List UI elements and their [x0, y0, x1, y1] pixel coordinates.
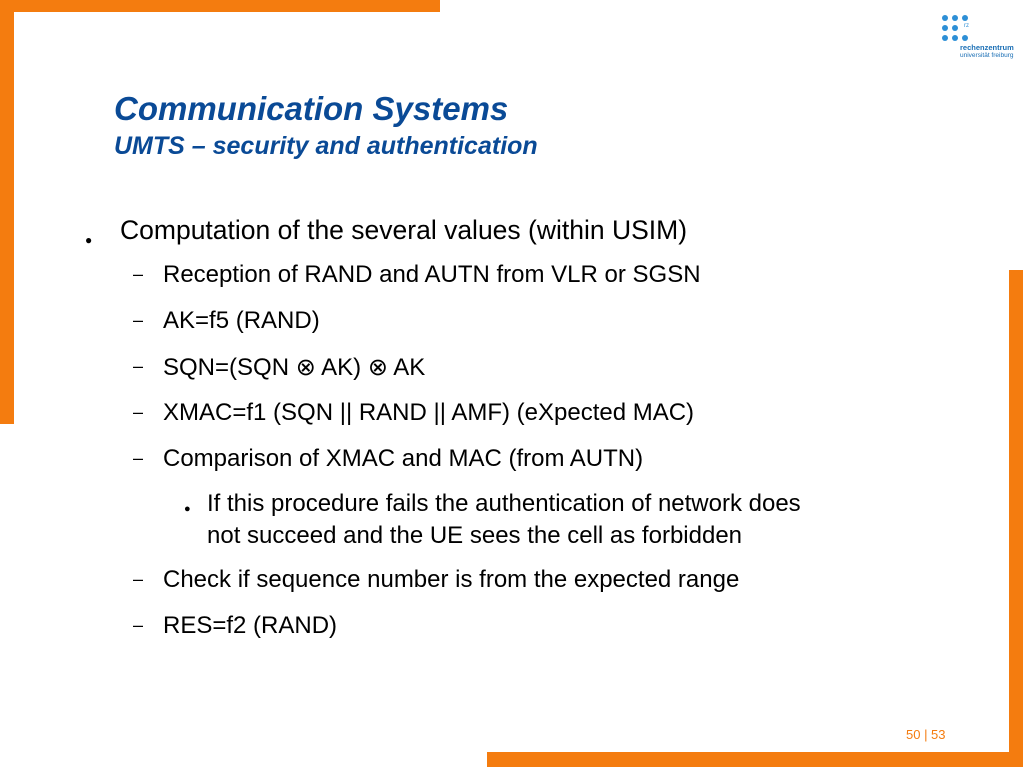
dash-icon: – — [133, 264, 144, 284]
bullet-icon: ● — [85, 233, 93, 247]
logo-line-1: rechenzentrum — [960, 43, 1014, 52]
university-logo: rz rechenzentrum universität freiburg — [938, 13, 1018, 63]
dash-icon: – — [133, 615, 144, 635]
left-accent-bar — [0, 0, 14, 424]
logo-dots-icon — [942, 15, 972, 43]
logo-mark: rz — [964, 23, 969, 29]
sub-item-5: Comparison of XMAC and MAC (from AUTN) — [163, 445, 644, 472]
dash-icon: – — [133, 402, 144, 422]
right-accent-bar — [1009, 270, 1023, 767]
dash-icon: – — [133, 356, 144, 376]
dash-icon: – — [133, 310, 144, 330]
sub-item-4: XMAC=f1 (SQN || RAND || AMF) (eXpected M… — [163, 399, 695, 426]
bottom-accent-bar — [487, 752, 1023, 767]
dash-icon: – — [133, 569, 144, 589]
main-bullet-text: Computation of the several values (withi… — [120, 215, 688, 245]
logo-line-2: universität freiburg — [960, 52, 1014, 59]
sub-item-3: SQN=(SQN ⊗ AK) ⊗ AK — [163, 354, 426, 381]
nested-item-line-1: If this procedure fails the authenticati… — [207, 490, 801, 517]
nested-bullet-icon: ● — [184, 503, 191, 515]
sub-item-6: Check if sequence number is from the exp… — [163, 566, 740, 593]
sub-item-2: AK=f5 (RAND) — [163, 307, 320, 334]
nested-item-line-2: not succeed and the UE sees the cell as … — [207, 522, 743, 549]
page-number: 50 | 53 — [906, 727, 946, 742]
dash-icon: – — [133, 448, 144, 468]
sub-item-7: RES=f2 (RAND) — [163, 612, 338, 639]
slide-title: Communication Systems — [114, 90, 509, 127]
top-accent-bar — [0, 0, 440, 12]
slide-subtitle: UMTS – security and authentication — [114, 132, 538, 160]
sub-item-1: Reception of RAND and AUTN from VLR or S… — [163, 261, 701, 288]
